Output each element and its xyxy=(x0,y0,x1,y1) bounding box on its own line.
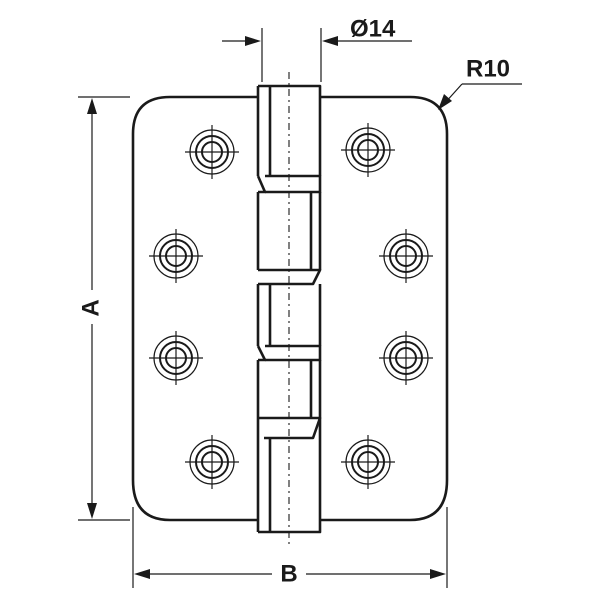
screw-hole xyxy=(340,434,396,490)
screw-holes xyxy=(148,122,434,490)
screw-hole xyxy=(378,228,434,284)
screw-hole xyxy=(184,434,240,490)
screw-hole xyxy=(184,124,240,180)
left-leaf xyxy=(131,95,258,522)
screw-hole xyxy=(148,330,204,386)
height-label: A xyxy=(77,299,104,316)
dimension-pin-diameter: Ø14 xyxy=(222,15,412,82)
screw-hole xyxy=(340,122,396,178)
corner-radius-label: R10 xyxy=(466,55,510,82)
screw-hole xyxy=(378,330,434,386)
dimension-corner-radius: R10 xyxy=(438,55,522,110)
width-label: B xyxy=(280,560,297,587)
dimension-b: B xyxy=(132,507,448,588)
pin-diameter-label: Ø14 xyxy=(350,15,396,42)
screw-hole xyxy=(148,228,204,284)
dimension-a: A xyxy=(77,96,130,521)
right-leaf xyxy=(320,95,449,522)
